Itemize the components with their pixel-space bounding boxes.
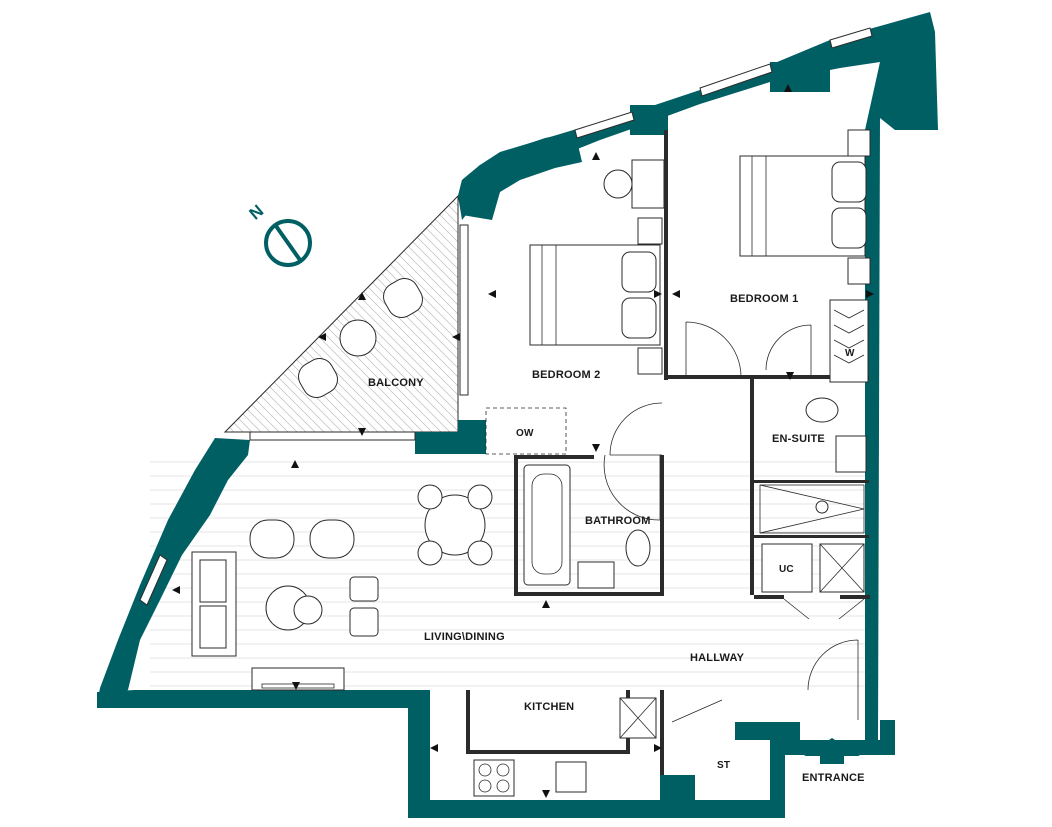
north-compass-icon: [264, 219, 312, 267]
wall-west: [97, 438, 250, 705]
windows: [139, 27, 873, 606]
hatch-line: [225, 196, 234, 432]
wall-segment-b: [770, 62, 830, 92]
hatch-line: [225, 196, 315, 432]
hatch-line: [261, 196, 458, 432]
wall-balcony-corner: [415, 432, 470, 454]
basin-bath: [577, 561, 615, 589]
hatch-line: [315, 196, 458, 432]
balcony-furniture: [298, 278, 423, 398]
kitchen-sink: [555, 761, 587, 793]
compass-north-label: N: [246, 201, 268, 223]
hatch-line: [0, 190, 170, 440]
hatch-line: [225, 196, 297, 432]
bathroom-fixtures: [523, 454, 661, 589]
label-balcony: BALCONY: [368, 377, 424, 389]
hob: [473, 759, 515, 797]
hatch-line: [225, 196, 387, 432]
hallway-cupboards: [761, 543, 865, 720]
bedroom2-furniture: [485, 159, 665, 456]
hatch-line: [387, 196, 458, 432]
hatch-line: [0, 190, 179, 440]
wall-segment-a: [630, 105, 668, 135]
hatch-line: [225, 196, 288, 432]
hatch-line: [225, 196, 252, 432]
label-utility-cupboard: UC: [779, 564, 794, 575]
hatch-line: [225, 196, 261, 432]
label-bedroom-2: BEDROOM 2: [532, 369, 600, 381]
label-hallway: HALLWAY: [690, 652, 745, 664]
basin-ensuite: [835, 435, 867, 473]
hatch-line: [225, 196, 351, 432]
hatch-line: [396, 196, 458, 432]
wall-corner-bed2: [458, 132, 582, 220]
hatch-line: [225, 196, 306, 432]
tv-unit: [251, 667, 345, 691]
hatch-line: [0, 190, 215, 440]
label-en-suite: EN-SUITE: [772, 433, 825, 445]
desk: [631, 159, 665, 209]
hatch-line: [225, 196, 369, 432]
desk-chair: [603, 169, 633, 199]
living-furniture: [191, 484, 493, 691]
label-living-dining: LIVING\DINING: [424, 631, 505, 643]
hatch-line: [225, 196, 360, 432]
hatch-line: [225, 196, 270, 432]
balcony-deck: [0, 190, 459, 440]
label-kitchen: KITCHEN: [524, 701, 574, 713]
label-bathroom: BATHROOM: [585, 515, 651, 527]
wall-north: [458, 12, 938, 740]
hatch-line: [225, 196, 243, 432]
hatch-line: [225, 196, 414, 432]
label-entrance: ENTRANCE: [802, 772, 865, 784]
hatch-line: [243, 196, 458, 432]
hatch-line: [225, 196, 342, 432]
dining-table: [424, 494, 486, 556]
hatch-line: [306, 196, 458, 432]
hatch-line: [225, 196, 458, 432]
label-store: ST: [717, 760, 730, 771]
outer-walls: [97, 12, 938, 818]
hatch-line: [297, 196, 458, 432]
wall-bed2-corner: [458, 420, 486, 454]
armchair-2: [309, 519, 355, 559]
bathtub: [523, 464, 571, 586]
hatch-line: [288, 196, 458, 432]
hatch-line: [405, 196, 458, 432]
hatch-line: [225, 196, 450, 432]
hatch-line: [225, 196, 279, 432]
hatch-line: [0, 190, 224, 440]
hatch-line: [225, 196, 333, 432]
entrance-arrow-icon: [804, 738, 860, 764]
hatch-line: [225, 196, 423, 432]
hatch-line: [0, 190, 197, 440]
hatch-line: [225, 196, 458, 432]
utility-cupboard: [761, 543, 813, 593]
armchair-1: [249, 519, 295, 559]
toilet-bath: [625, 529, 651, 567]
label-bedroom-1: BEDROOM 1: [730, 293, 798, 305]
ensuite-fixtures: [759, 397, 867, 534]
hatch-line: [225, 196, 324, 432]
label-wardrobe: W: [845, 348, 855, 359]
hatch-line: [414, 196, 458, 432]
bedroom1-furniture: [685, 129, 871, 383]
hatch-line: [225, 196, 378, 432]
label-other-wardrobe: OW: [516, 428, 534, 439]
hatch-line: [0, 190, 206, 440]
hatch-line: [0, 190, 188, 440]
toilet-ensuite: [805, 397, 839, 423]
orientation-arrows: [172, 84, 874, 798]
kitchen-fixtures: [473, 697, 723, 797]
wall-south: [97, 690, 895, 818]
